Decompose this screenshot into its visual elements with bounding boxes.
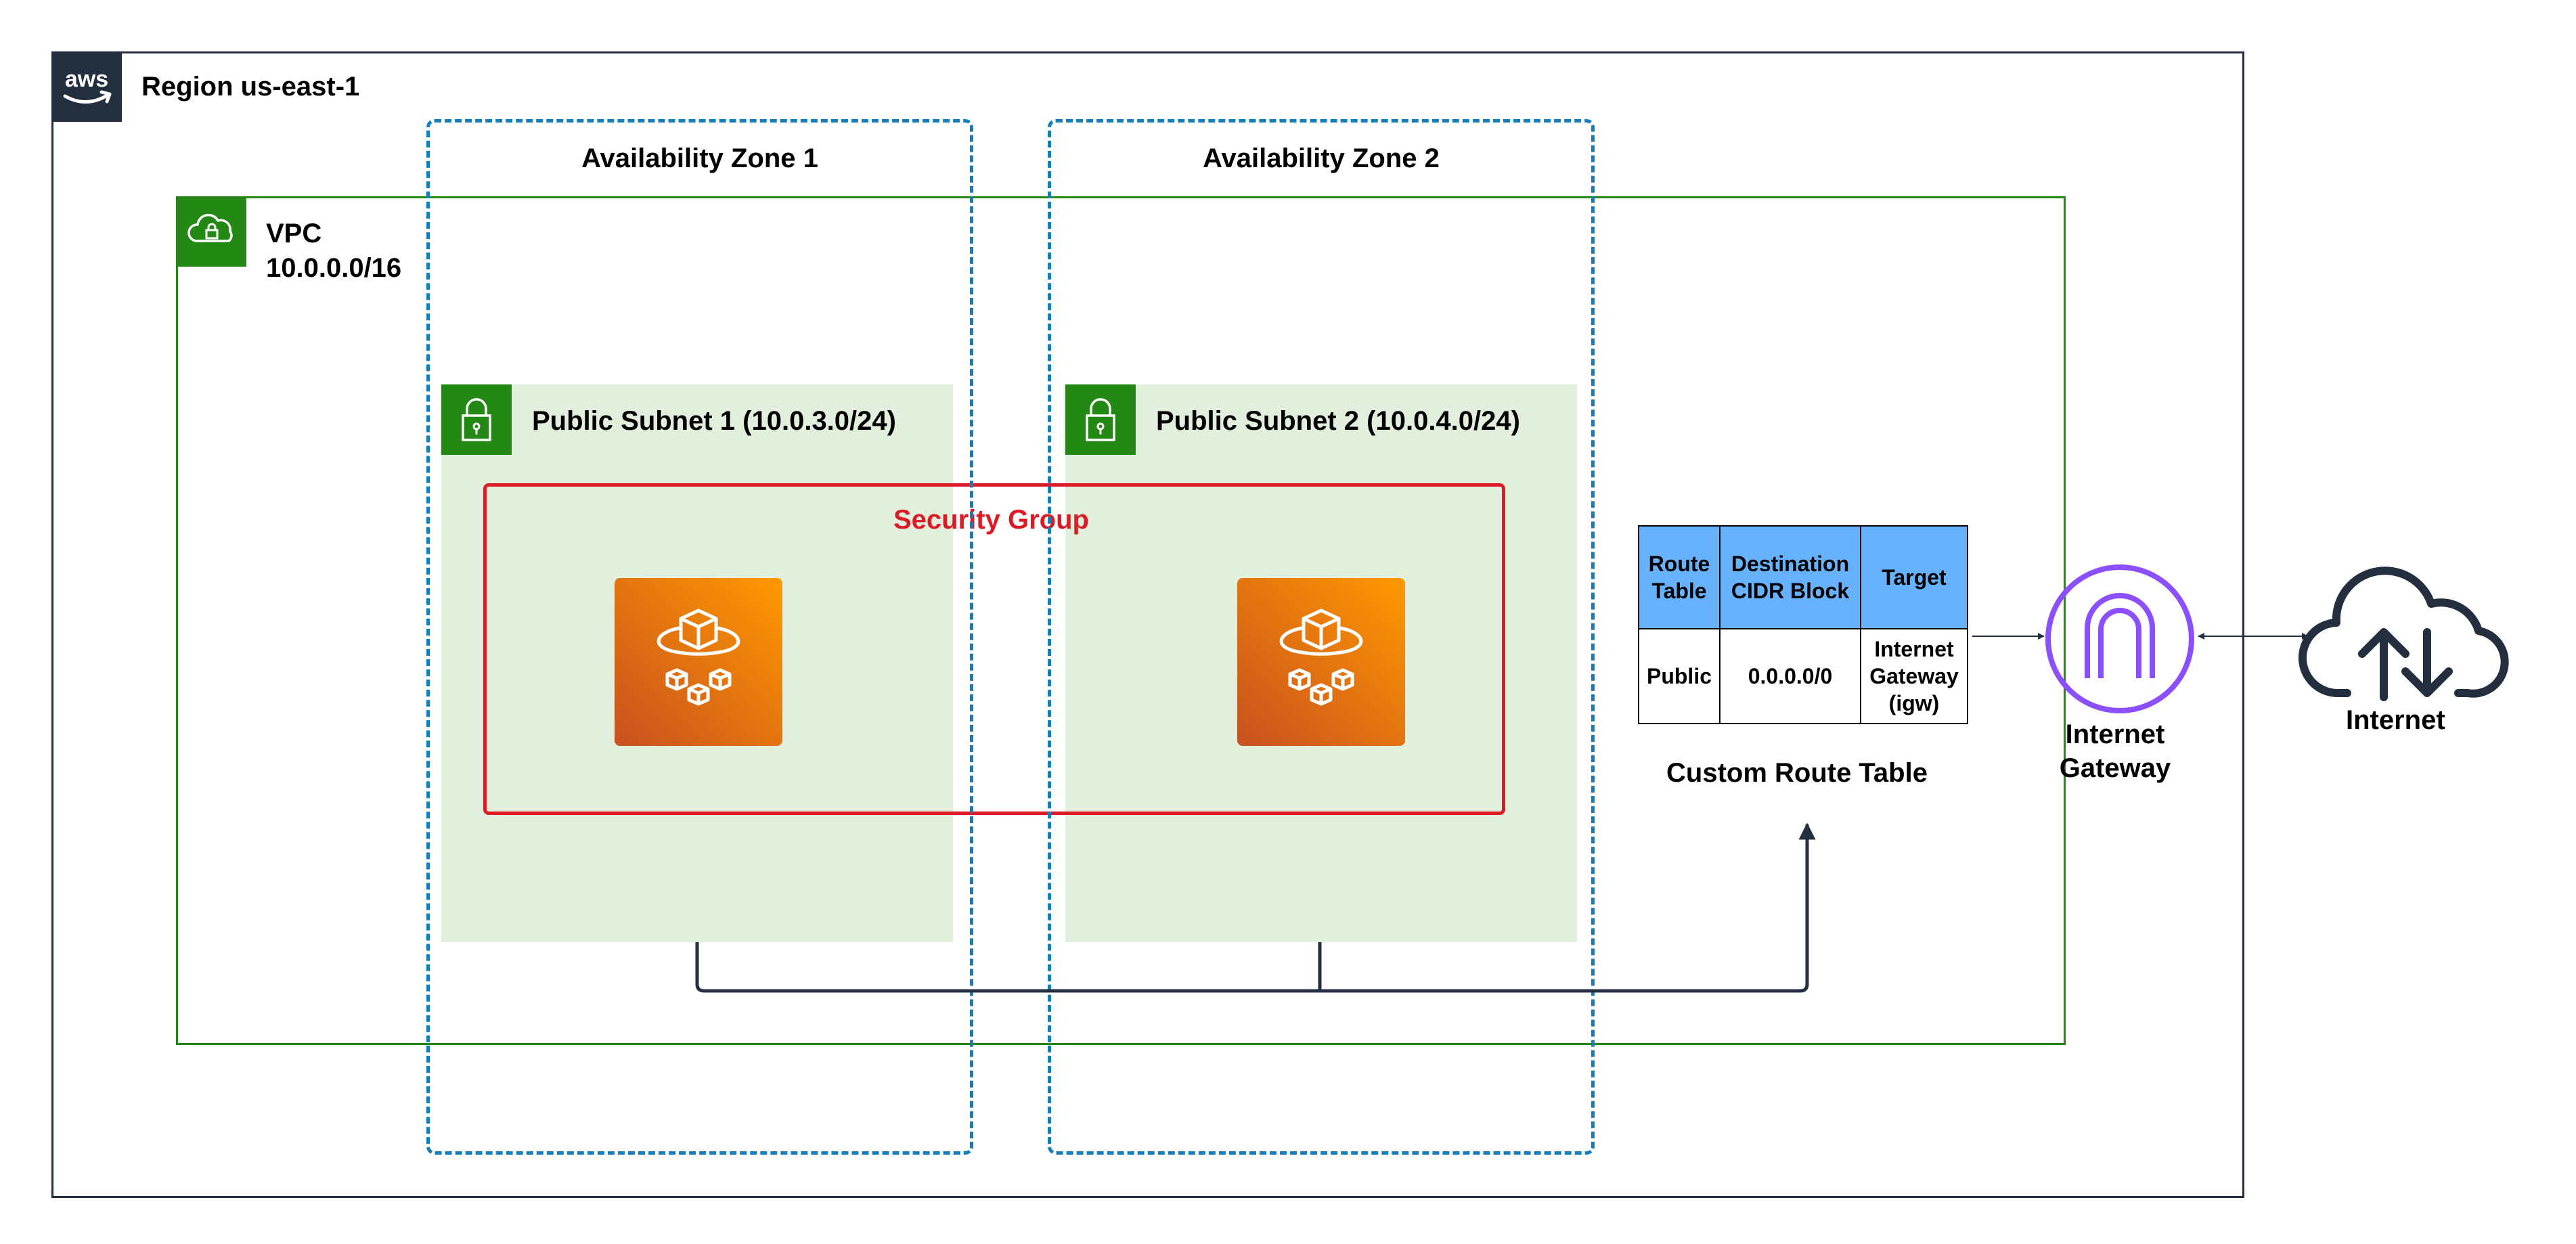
internet-label: Internet <box>2346 705 2445 735</box>
header-text: CIDR Block <box>1731 579 1850 603</box>
route-table-row: Public 0.0.0.0/0 Internet Gateway (igw) <box>1638 628 1968 724</box>
destination-header-cell: Destination CIDR Block <box>1719 525 1861 629</box>
header-text: Destination <box>1731 552 1850 576</box>
route-table: Route Table Destination CIDR Block Targe… <box>1638 525 1968 724</box>
header-text: Table <box>1651 579 1707 603</box>
vpc-label: VPC 10.0.0.0/16 <box>266 217 401 286</box>
cloud-upload-download-icon <box>2299 567 2509 701</box>
target-text: Gateway <box>1869 664 1959 688</box>
availability-zone-2 <box>1048 119 1595 1155</box>
fargate-icon <box>1237 578 1405 746</box>
destination-cidr-cell: 0.0.0.0/0 <box>1719 628 1861 724</box>
route-table-caption: Custom Route Table <box>1666 758 1928 788</box>
availability-zone-1-label: Availability Zone 1 <box>581 143 818 173</box>
target-text: (igw) <box>1888 691 1940 715</box>
target-text: Internet <box>1874 637 1954 661</box>
subnet-to-route-table-connector <box>695 822 1816 993</box>
route-table-header-row: Route Table Destination CIDR Block Targe… <box>1638 525 1968 629</box>
padlock-icon <box>1065 384 1136 455</box>
vpc-cidr: 10.0.0.0/16 <box>266 253 402 283</box>
internet-gateway-icon <box>2045 564 2194 713</box>
svg-text:aws: aws <box>65 66 108 92</box>
availability-zone-2-label: Availability Zone 2 <box>1203 143 1440 173</box>
fargate-icon <box>615 578 782 746</box>
vpc-name: VPC <box>266 219 322 248</box>
internet-gateway-label: Internet Gateway <box>2051 717 2179 785</box>
cloud-lock-icon <box>176 196 246 267</box>
subnet-1-label: Public Subnet 1 (10.0.3.0/24) <box>532 406 896 436</box>
region-container <box>51 51 2244 1198</box>
subnet-2-label: Public Subnet 2 (10.0.4.0/24) <box>1156 406 1520 436</box>
igw-label-text: Gateway <box>2059 753 2171 783</box>
header-text: Route <box>1648 552 1710 576</box>
aws-logo-icon: aws <box>51 51 122 122</box>
vpc-container <box>176 196 2066 1045</box>
target-cell: Internet Gateway (igw) <box>1860 628 1968 724</box>
region-label: Region us-east-1 <box>141 72 360 102</box>
route-table-header-cell: Route Table <box>1638 525 1720 629</box>
igw-label-text: Internet <box>2065 719 2165 749</box>
availability-zone-1 <box>426 119 973 1155</box>
security-group-boundary <box>483 483 1505 815</box>
header-text: Target <box>1882 565 1947 590</box>
route-table-name-cell: Public <box>1638 628 1720 724</box>
security-group-label: Security Group <box>893 505 1089 535</box>
padlock-icon <box>441 384 512 455</box>
target-header-cell: Target <box>1860 525 1968 629</box>
